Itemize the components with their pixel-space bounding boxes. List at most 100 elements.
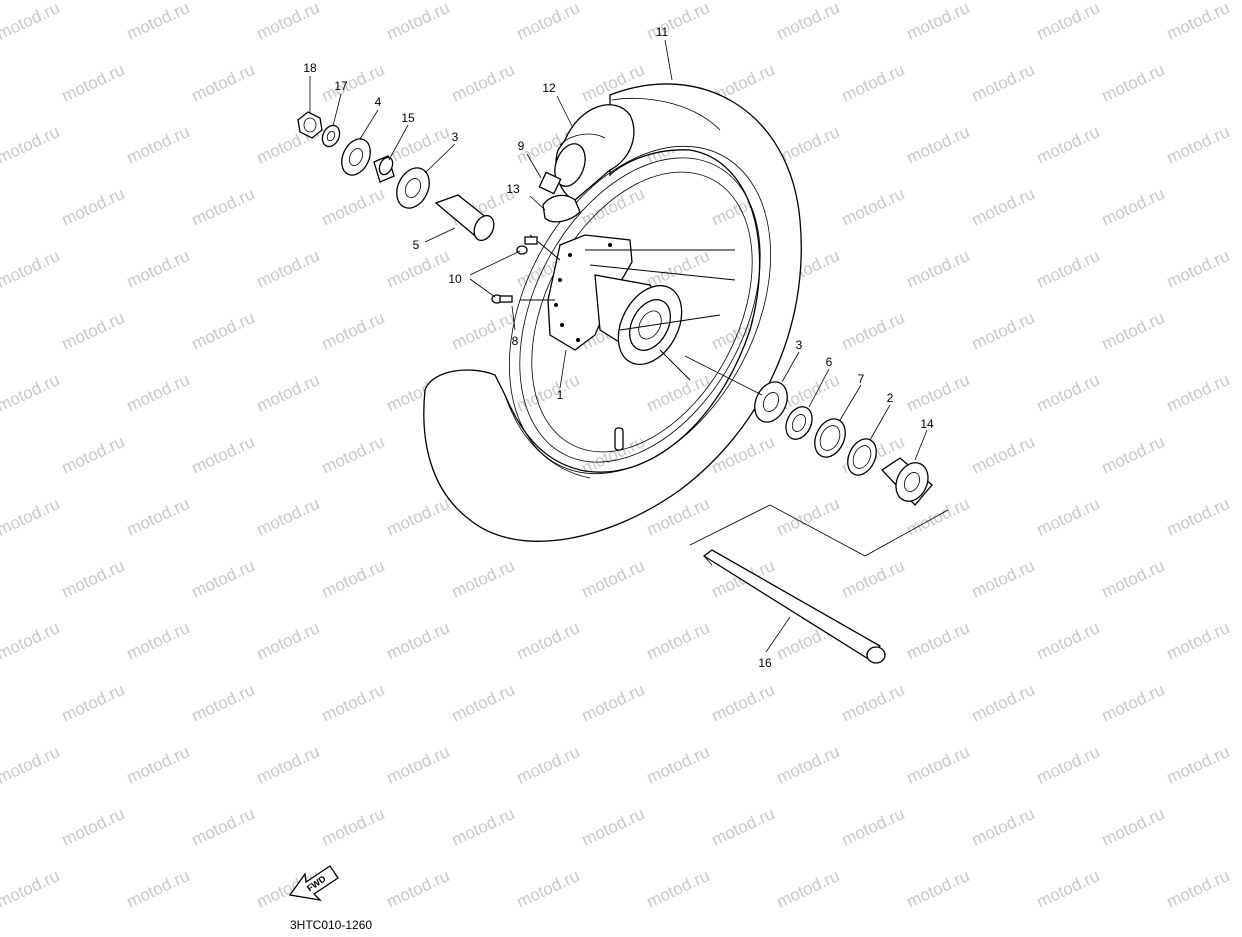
watermark-text: motod.ru	[1099, 680, 1168, 726]
watermark-text: motod.ru	[969, 60, 1038, 106]
seal-part-7[interactable]	[809, 414, 851, 462]
bearing-part-3-right[interactable]	[749, 377, 794, 428]
axle-part-16[interactable]	[702, 549, 886, 664]
rim-valve-stem	[614, 427, 624, 451]
watermark-text: motod.ru	[124, 370, 193, 416]
callout-15: 15	[401, 111, 415, 125]
watermark-text: motod.ru	[254, 494, 323, 540]
rim-band-part-13[interactable]	[542, 194, 581, 223]
watermark-text: motod.ru	[384, 866, 453, 912]
watermark-text: motod.ru	[0, 618, 62, 664]
watermark-text: motod.ru	[1164, 494, 1233, 540]
nipple-part-10[interactable]	[491, 236, 538, 304]
watermark-text: motod.ru	[1164, 742, 1233, 788]
watermark-text: motod.ru	[189, 680, 258, 726]
watermark-text: motod.ru	[1099, 556, 1168, 602]
watermark-text: motod.ru	[969, 680, 1038, 726]
watermark-text: motod.ru	[1099, 308, 1168, 354]
gear-unit-part-14[interactable]	[880, 457, 934, 507]
watermark-text: motod.ru	[579, 184, 648, 230]
watermark-text: motod.ru	[0, 370, 62, 416]
bearing-part-3-left[interactable]	[391, 163, 436, 214]
watermark-text: motod.ru	[839, 804, 908, 850]
nut-part-18[interactable]	[297, 111, 323, 139]
diagram-code: 3HTC010-1260	[290, 918, 372, 932]
watermark-text: motod.ru	[904, 370, 973, 416]
watermark-text: motod.ru	[319, 680, 388, 726]
watermark-text: motod.ru	[644, 742, 713, 788]
watermark-text: motod.ru	[839, 60, 908, 106]
watermark-text: motod.ru	[124, 122, 193, 168]
watermark-text: motod.ru	[904, 618, 973, 664]
tube-part-12[interactable]	[549, 104, 635, 201]
watermark-text: motod.ru	[384, 0, 453, 44]
watermark-text: motod.ru	[969, 804, 1038, 850]
watermark-text: motod.ru	[124, 246, 193, 292]
watermark-text: motod.ru	[514, 618, 583, 664]
leader-lines	[309, 39, 928, 653]
watermark-text: motod.ru	[1099, 804, 1168, 850]
watermark-text: motod.ru	[1164, 370, 1233, 416]
watermark-text: motod.ru	[319, 184, 388, 230]
callout-1: 1	[557, 388, 564, 402]
collar-part-15[interactable]	[373, 155, 395, 183]
watermark-text: motod.ru	[904, 866, 973, 912]
watermark-text: motod.ru	[969, 308, 1038, 354]
watermark-text: motod.ru	[514, 866, 583, 912]
callout-14: 14	[920, 417, 934, 431]
watermark-text: motod.ru	[1034, 494, 1103, 540]
watermark-text: motod.ru	[124, 618, 193, 664]
watermark-text: motod.ru	[59, 432, 128, 478]
watermark-text: motod.ru	[0, 494, 62, 540]
watermark-text: motod.ru	[579, 680, 648, 726]
fwd-arrow-icon: FWD	[288, 865, 339, 901]
watermark-text: motod.ru	[319, 432, 388, 478]
valve-part-9[interactable]	[538, 171, 562, 195]
watermark-text: motod.ru	[774, 494, 843, 540]
watermark-text: motod.ru	[904, 0, 973, 44]
watermark-text: motod.ru	[1164, 122, 1233, 168]
spacer-part-5[interactable]	[434, 194, 498, 244]
watermark-text: motod.ru	[514, 370, 583, 416]
watermark-text: motod.ru	[189, 184, 258, 230]
watermark-text: motod.ru	[59, 804, 128, 850]
watermark-text: motod.ru	[839, 308, 908, 354]
watermark-text: motod.ru	[644, 866, 713, 912]
callout-5: 5	[413, 238, 420, 252]
callout-3-right: 3	[796, 338, 803, 352]
watermark-text: motod.ru	[449, 60, 518, 106]
watermark-text: motod.ru	[254, 370, 323, 416]
watermark-text: motod.ru	[449, 308, 518, 354]
watermark-text: motod.ru	[969, 184, 1038, 230]
watermark-text: motod.ru	[904, 246, 973, 292]
seal-part-4[interactable]	[336, 134, 376, 179]
watermark-text: motod.ru	[189, 308, 258, 354]
watermark-text: motod.ru	[709, 680, 778, 726]
washer-part-17[interactable]	[319, 123, 343, 150]
watermark-text: motod.ru	[1099, 432, 1168, 478]
watermark-text: motod.ru	[1164, 246, 1233, 292]
watermark-text: motod.ru	[0, 742, 62, 788]
watermark-text: motod.ru	[59, 680, 128, 726]
callout-18: 18	[303, 61, 317, 75]
watermark-text: motod.ru	[124, 866, 193, 912]
assembly-lines	[684, 355, 949, 557]
watermark-text: motod.ru	[969, 432, 1038, 478]
watermark-text: motod.ru	[1034, 0, 1103, 44]
watermark-text: motod.ru	[449, 804, 518, 850]
tire-part-11[interactable]	[423, 83, 802, 542]
watermark-text: motod.ru	[124, 0, 193, 44]
watermark-text: motod.ru	[1034, 370, 1103, 416]
watermark-text: motod.ru	[254, 0, 323, 44]
watermark-text: motod.ru	[969, 556, 1038, 602]
callout-10: 10	[448, 272, 462, 286]
watermark-text: motod.ru	[514, 742, 583, 788]
watermark-text: motod.ru	[189, 60, 258, 106]
watermark-text: motod.ru	[0, 122, 62, 168]
watermark-text: motod.ru	[1164, 866, 1233, 912]
callout-8: 8	[512, 334, 519, 348]
watermark-text: motod.ru	[384, 494, 453, 540]
retainer-part-6[interactable]	[781, 403, 817, 444]
watermark-text: motod.ru	[319, 804, 388, 850]
